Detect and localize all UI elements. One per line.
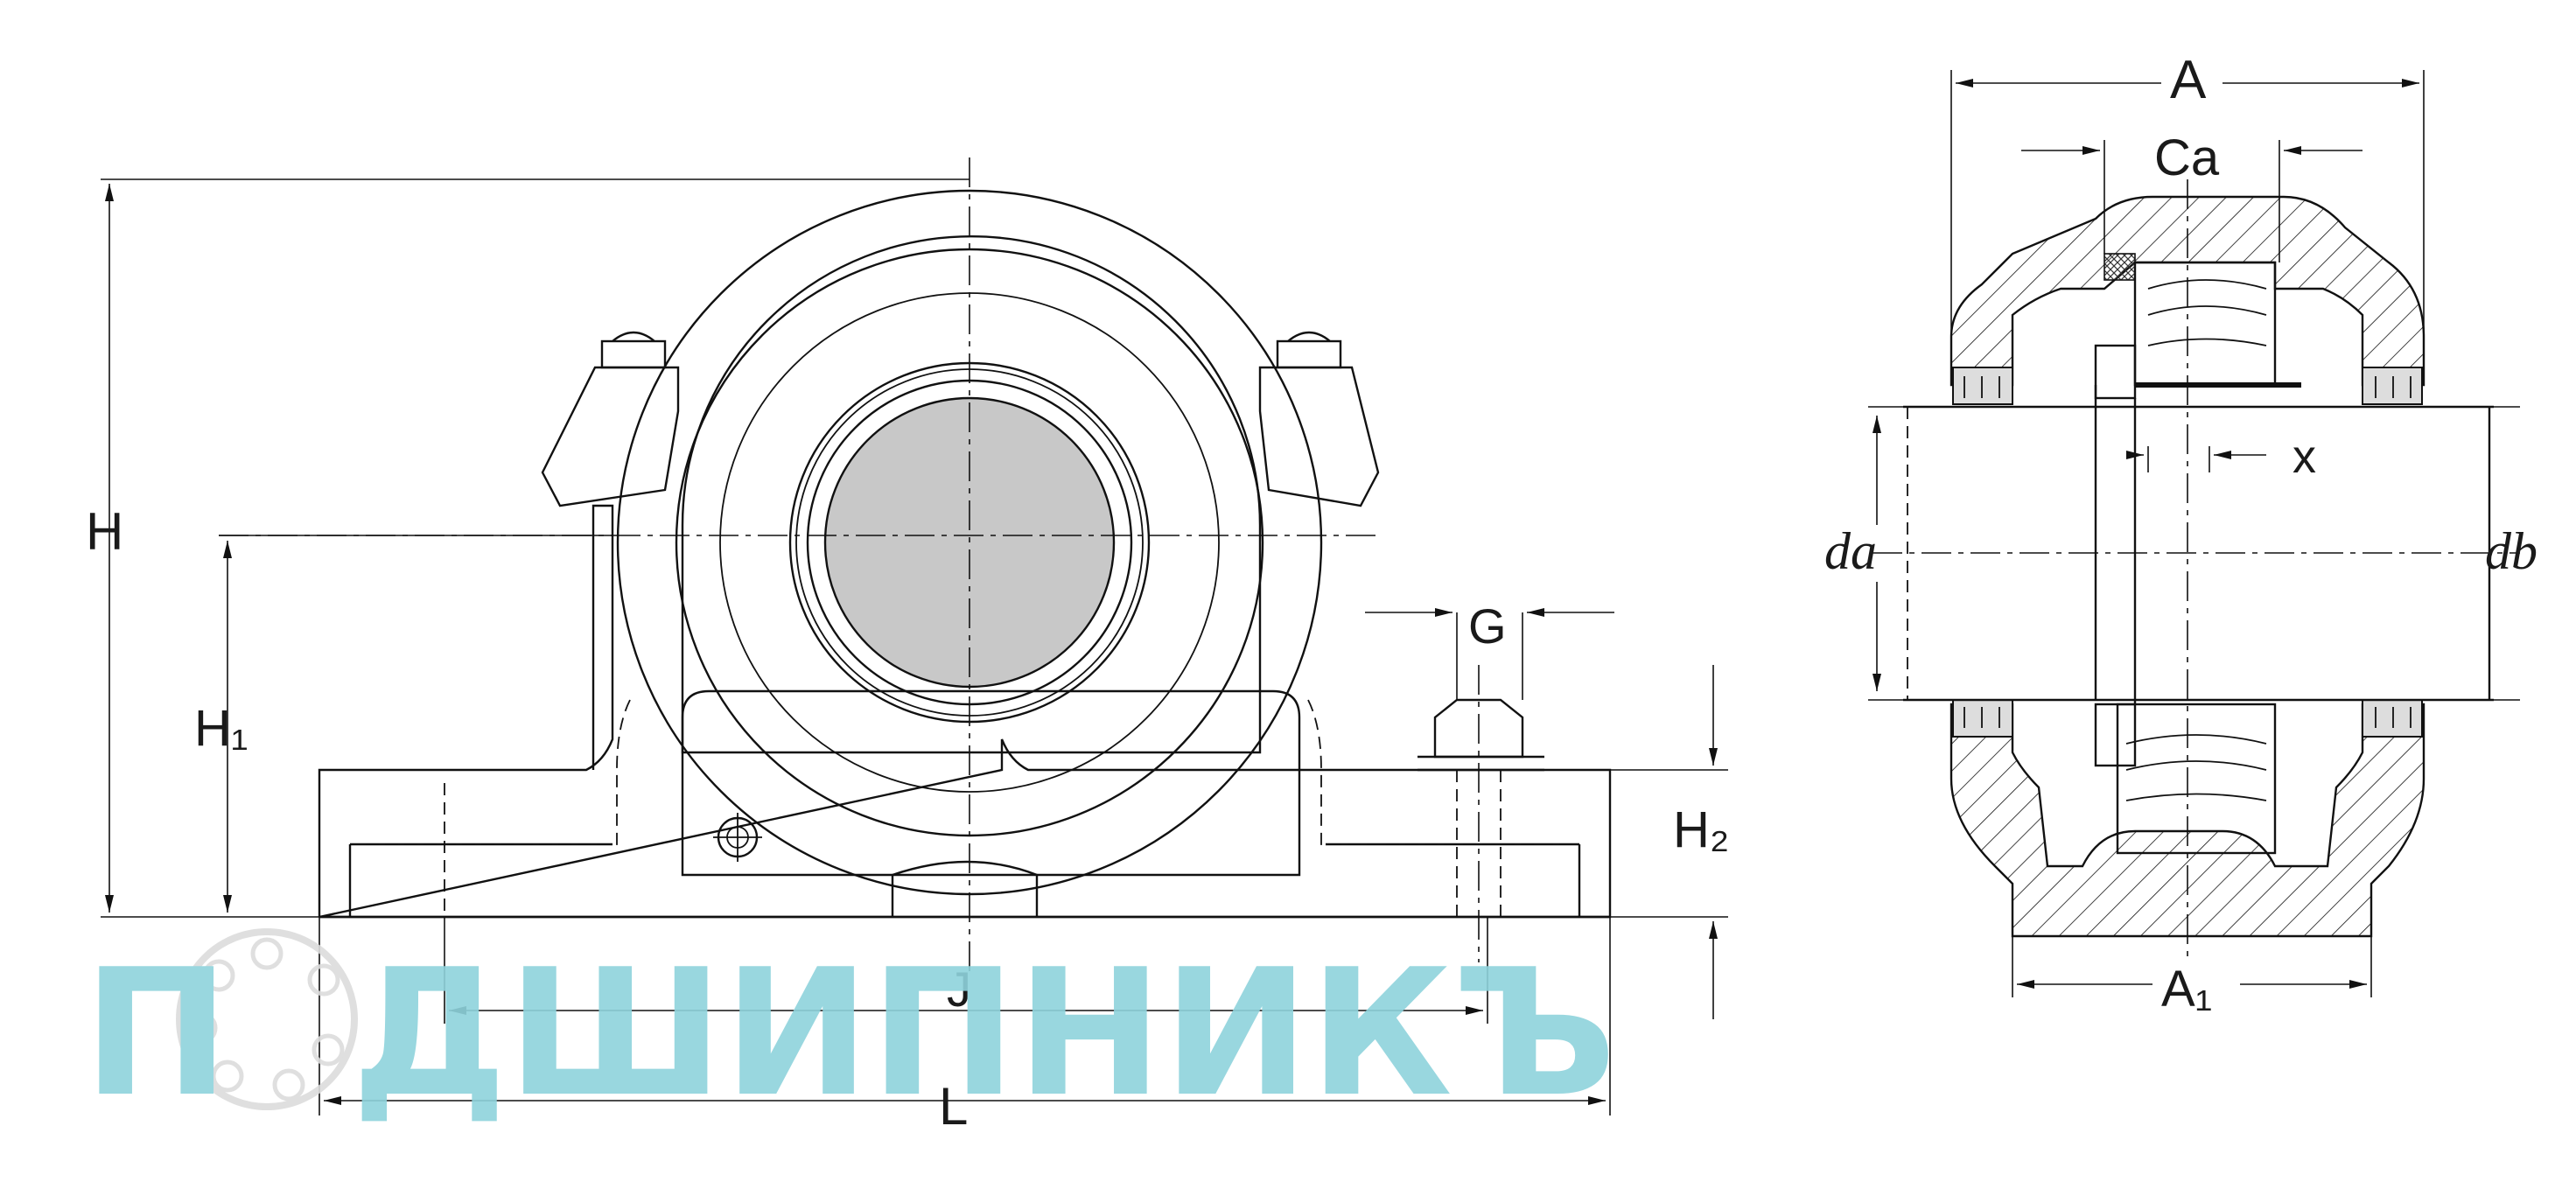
label-L: L (939, 1077, 968, 1136)
seal-lower-left (1952, 699, 2013, 738)
seal-lower-right (2362, 699, 2423, 738)
section-view (1868, 70, 2520, 997)
front-view (101, 157, 1728, 1116)
seal-upper-right (2362, 367, 2423, 405)
bearing-upper (2133, 261, 2277, 387)
label-J: J (947, 962, 971, 1017)
label-da: da (1824, 522, 1877, 580)
label-Ca: Ca (2154, 129, 2220, 186)
watermark-logo: П ДШИПНИКЪ (83, 928, 1617, 1136)
label-A1: A₁ (2161, 961, 2212, 1018)
label-H: H (86, 502, 123, 561)
housing-section-lower (1950, 703, 2426, 938)
bearing-lower (2116, 703, 2277, 855)
label-H1: H₁ (194, 700, 248, 757)
label-A: A (2170, 50, 2207, 110)
seal-upper-left (1952, 367, 2013, 405)
label-G: G (1468, 598, 1507, 654)
housing-body (681, 689, 1301, 877)
left-bolt-lug (541, 366, 680, 507)
watermark-text: П ДШИПНИКЪ (83, 932, 1617, 1136)
bearing-logo-icon (176, 928, 358, 1110)
right-bolt-lug (1258, 366, 1380, 507)
grease-nipple-icon (713, 813, 762, 862)
label-x: x (2292, 430, 2316, 483)
housing-base (318, 504, 1612, 919)
label-H2: H₂ (1673, 801, 1729, 858)
label-db: db (2485, 522, 2538, 580)
housing-cap (681, 234, 1262, 754)
